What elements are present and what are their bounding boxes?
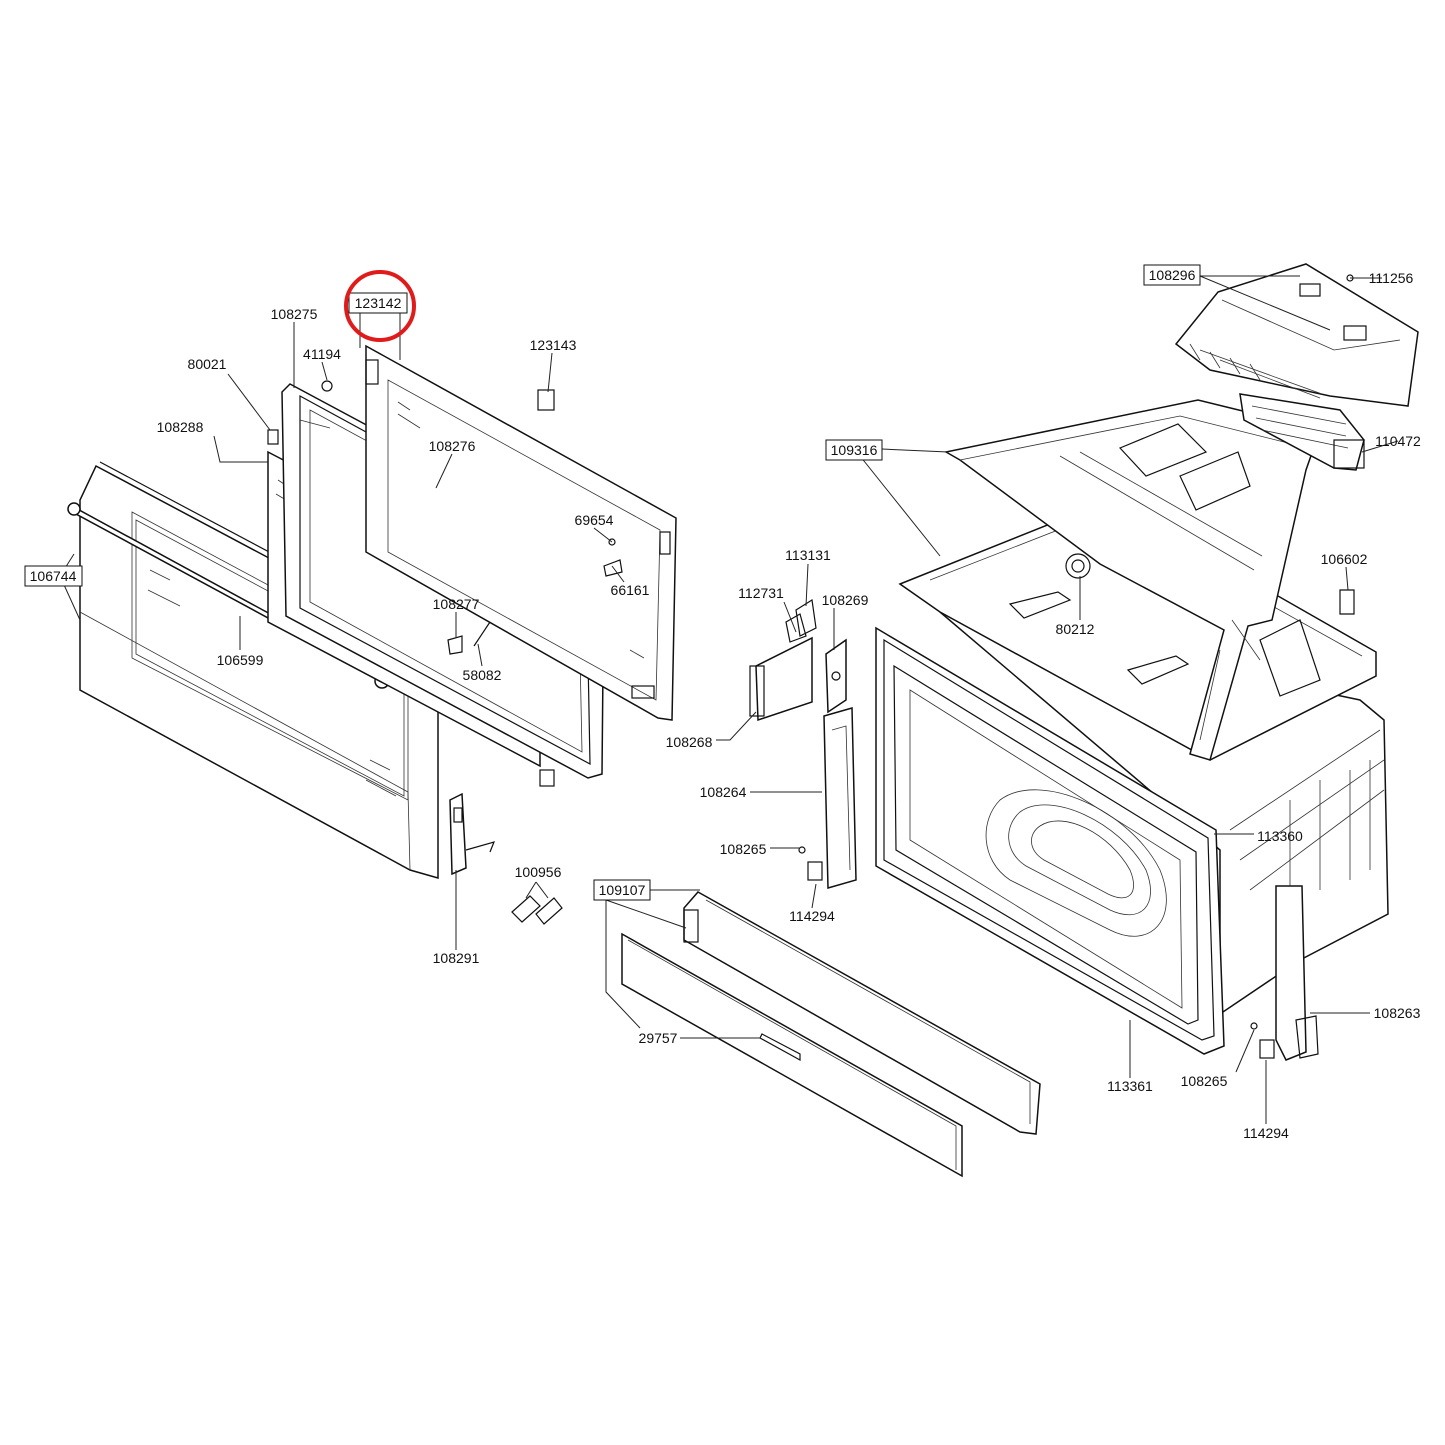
label-123143[interactable]: 123143 [530, 337, 577, 353]
label-113361[interactable]: 113361 [1107, 1078, 1153, 1094]
label-58082[interactable]: 58082 [463, 667, 502, 683]
label-box-108296 [1143, 264, 1201, 286]
label-108265-left[interactable]: 108265 [720, 841, 767, 857]
label-111256[interactable]: 111256 [1369, 270, 1414, 286]
label-69654[interactable]: 69654 [575, 512, 614, 528]
label-box-109316 [825, 439, 883, 461]
label-66161[interactable]: 66161 [611, 582, 650, 598]
label-113360[interactable]: 113360 [1257, 828, 1303, 844]
label-100956[interactable]: 100956 [515, 864, 562, 880]
clip-part [537, 389, 555, 411]
label-114294-right[interactable]: 114294 [1243, 1125, 1289, 1141]
label-29757[interactable]: 29757 [639, 1030, 678, 1046]
bushing-part [447, 635, 463, 655]
label-108269[interactable]: 108269 [822, 592, 869, 608]
door-hinge-right [1250, 885, 1319, 1061]
fan-motor [1239, 274, 1365, 471]
label-108275[interactable]: 108275 [271, 306, 318, 322]
label-108277[interactable]: 108277 [433, 596, 480, 612]
label-108268[interactable]: 108268 [666, 734, 713, 750]
label-box-109107 [593, 879, 651, 901]
label-108288[interactable]: 108288 [157, 419, 204, 435]
part-labels: 123142 108275 41194 80021 123143 108288 … [24, 264, 1421, 1141]
oven-cavity [875, 499, 1389, 1055]
wire-clips [511, 895, 563, 925]
washer-part [321, 380, 333, 392]
label-108276[interactable]: 108276 [429, 438, 476, 454]
pin-part [473, 621, 491, 647]
bracket-part [603, 559, 623, 577]
label-109316[interactable]: 109316 [831, 442, 878, 458]
label-108265-right[interactable]: 108265 [1181, 1073, 1228, 1089]
fan-bracket [1174, 263, 1419, 407]
label-108263[interactable]: 108263 [1374, 1005, 1421, 1021]
label-108296[interactable]: 108296 [1149, 267, 1196, 283]
label-112731[interactable]: 112731 [738, 585, 784, 601]
leader-lines [59, 275, 1399, 1124]
label-114294-left[interactable]: 114294 [789, 908, 835, 924]
label-108264[interactable]: 108264 [700, 784, 747, 800]
screw-part [608, 538, 616, 546]
label-110472[interactable]: 110472 [1375, 433, 1421, 449]
bracket-106602 [1339, 589, 1355, 615]
label-box-123142 [348, 292, 408, 314]
label-41194[interactable]: 41194 [303, 346, 341, 362]
door-assembly [67, 344, 677, 925]
switch-bracket-parts [749, 599, 857, 889]
label-123142[interactable]: 123142 [355, 295, 402, 311]
label-109107[interactable]: 109107 [599, 882, 646, 898]
label-80212[interactable]: 80212 [1056, 621, 1095, 637]
label-108291[interactable]: 108291 [433, 950, 480, 966]
label-106599[interactable]: 106599 [217, 652, 264, 668]
rear-glass-panel [365, 344, 677, 721]
door-hinge-left [449, 792, 496, 876]
label-box-106744 [24, 565, 83, 587]
label-113131[interactable]: 113131 [785, 547, 831, 563]
lower-control-panel [621, 891, 1041, 1178]
label-106602[interactable]: 106602 [1321, 551, 1368, 567]
highlight-circle [344, 270, 416, 342]
label-106744[interactable]: 106744 [30, 568, 77, 584]
label-80021[interactable]: 80021 [188, 356, 227, 372]
